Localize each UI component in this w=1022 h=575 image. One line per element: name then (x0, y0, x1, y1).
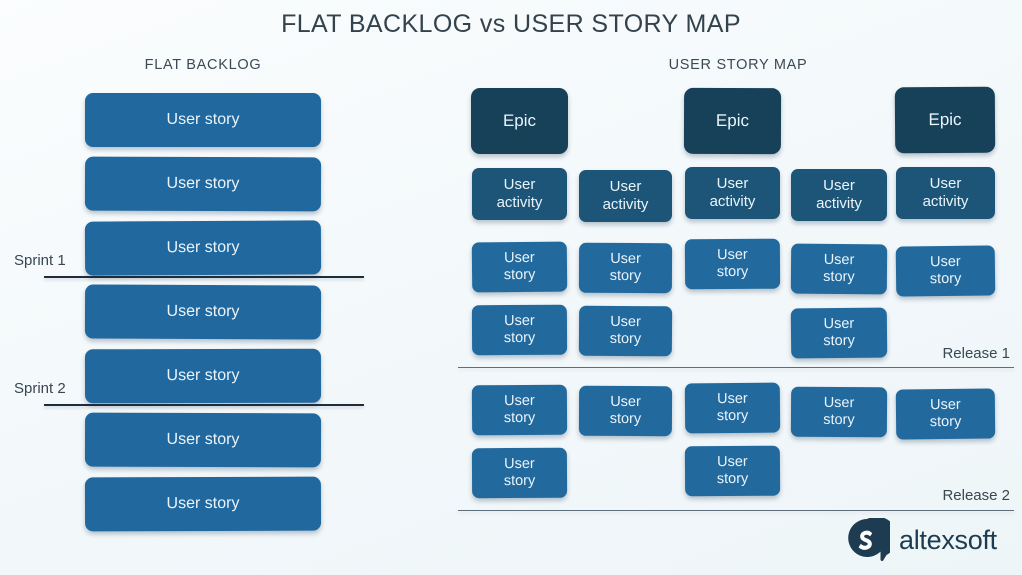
card-label: Epic (715, 110, 750, 131)
epic-card-3[interactable]: Epic (894, 86, 996, 154)
release-separator-2 (458, 510, 1014, 511)
sprint-separator-2 (44, 404, 364, 406)
backlog-card-3[interactable]: User story (84, 220, 322, 276)
logo-wordmark: altexsoft (899, 524, 997, 555)
release-separator-1 (458, 367, 1014, 368)
flat-backlog-header: FLAT BACKLOG (144, 57, 262, 73)
card-label: Epic (928, 109, 962, 130)
backlog-card-1[interactable]: User story (85, 93, 321, 147)
epic-card-1[interactable]: Epic (471, 88, 568, 154)
card-label: Epic (502, 110, 537, 130)
sprint-label-1: Sprint 1 (14, 252, 66, 269)
card-label: User story (166, 110, 240, 128)
speech-bubble-s-icon (848, 518, 890, 561)
card-label: User story (166, 366, 240, 384)
sprint-label-2: Sprint 2 (14, 380, 66, 397)
card-label: User story (166, 430, 240, 448)
backlog-card-7[interactable]: User story (84, 476, 322, 532)
card-label: User story (166, 238, 240, 256)
page-title: FLAT BACKLOG vs USER STORY MAP (281, 10, 741, 38)
user-story-map-header: USER STORY MAP (668, 57, 808, 73)
backlog-card-5[interactable]: User story (84, 348, 322, 404)
backlog-card-6[interactable]: User story (84, 412, 322, 468)
backlog-card-4[interactable]: User story (84, 284, 322, 340)
card-label: User story (166, 174, 240, 192)
card-label: User story (166, 302, 240, 320)
sprint-separator-1 (44, 276, 364, 278)
release-label-1: Release 1 (942, 345, 1010, 362)
release-label-2: Release 2 (942, 487, 1010, 504)
altexsoft-logo: altexsoft (846, 518, 997, 562)
card-label: User story (166, 494, 240, 512)
backlog-card-2[interactable]: User story (84, 156, 322, 212)
epic-card-2[interactable]: Epic (683, 87, 782, 155)
